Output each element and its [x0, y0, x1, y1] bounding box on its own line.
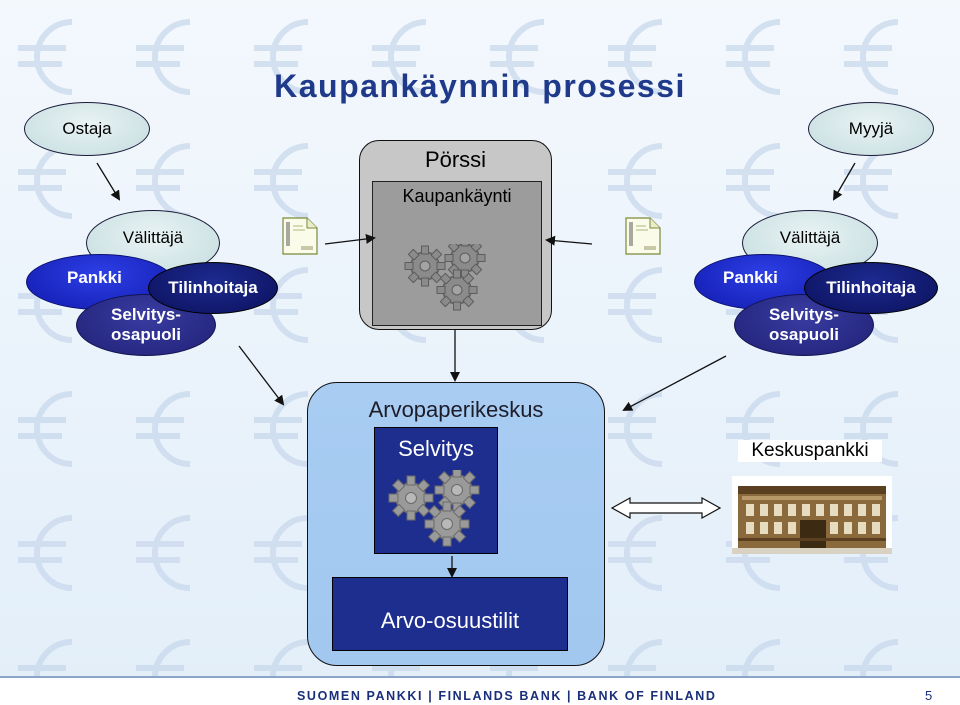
- central-bank-building-photo: [732, 476, 892, 554]
- left-broker-label: Välittäjä: [122, 228, 184, 247]
- csd-box: Arvopaperikeskus Selvitys: [307, 382, 605, 666]
- right-custodian-ellipse: Tilinhoitaja: [804, 262, 938, 314]
- buyer-ellipse: Ostaja: [24, 102, 150, 156]
- buyer-label: Ostaja: [62, 119, 112, 138]
- left-clearing-line1: Selvitys-: [111, 305, 181, 324]
- settlement-label: Selvitys: [398, 436, 474, 461]
- left-clearing-label: Selvitys- osapuoli: [111, 305, 181, 345]
- page-number: 5: [925, 688, 933, 703]
- left-clearing-line2: osapuoli: [111, 325, 181, 344]
- gear-icon: [388, 470, 480, 547]
- document-icon-right: [625, 217, 661, 255]
- right-bank-label: Pankki: [723, 268, 778, 287]
- seller-ellipse: Myyjä: [808, 102, 934, 156]
- gear-icon: [404, 244, 486, 311]
- right-clearing-label: Selvitys- osapuoli: [769, 305, 839, 345]
- exchange-subtitle: Kaupankäynti: [402, 186, 512, 206]
- seller-label: Myyjä: [848, 119, 894, 138]
- left-bank-label: Pankki: [67, 268, 122, 287]
- exchange-title: Pörssi: [424, 147, 487, 172]
- left-clearing-ellipse: Selvitys- osapuoli: [76, 294, 216, 356]
- page-title: Kaupankäynnin prosessi: [274, 68, 686, 104]
- book-entry-accounts-label: Arvo-osuustilit: [380, 608, 520, 633]
- footer-divider: [0, 676, 960, 678]
- left-custodian-ellipse: Tilinhoitaja: [148, 262, 278, 314]
- settlement-box: Selvitys: [374, 427, 498, 554]
- csd-title: Arvopaperikeskus: [368, 397, 544, 422]
- exchange-inner-box: Kaupankäynti: [372, 181, 542, 326]
- exchange-box: Pörssi Kaupankäynti: [359, 140, 552, 330]
- footer: SUOMEN PANKKI | FINLANDS BANK | BANK OF …: [0, 678, 960, 705]
- footer-organization: SUOMEN PANKKI | FINLANDS BANK | BANK OF …: [297, 689, 717, 703]
- right-custodian-label: Tilinhoitaja: [826, 278, 916, 297]
- right-clearing-line1: Selvitys-: [769, 305, 839, 324]
- central-bank-label: Keskuspankki: [738, 440, 882, 462]
- right-clearing-line2: osapuoli: [769, 325, 839, 344]
- book-entry-accounts-box: Arvo-osuustilit: [332, 577, 568, 651]
- document-icon-left: [282, 217, 318, 255]
- right-broker-label: Välittäjä: [779, 228, 841, 247]
- left-custodian-label: Tilinhoitaja: [168, 278, 258, 297]
